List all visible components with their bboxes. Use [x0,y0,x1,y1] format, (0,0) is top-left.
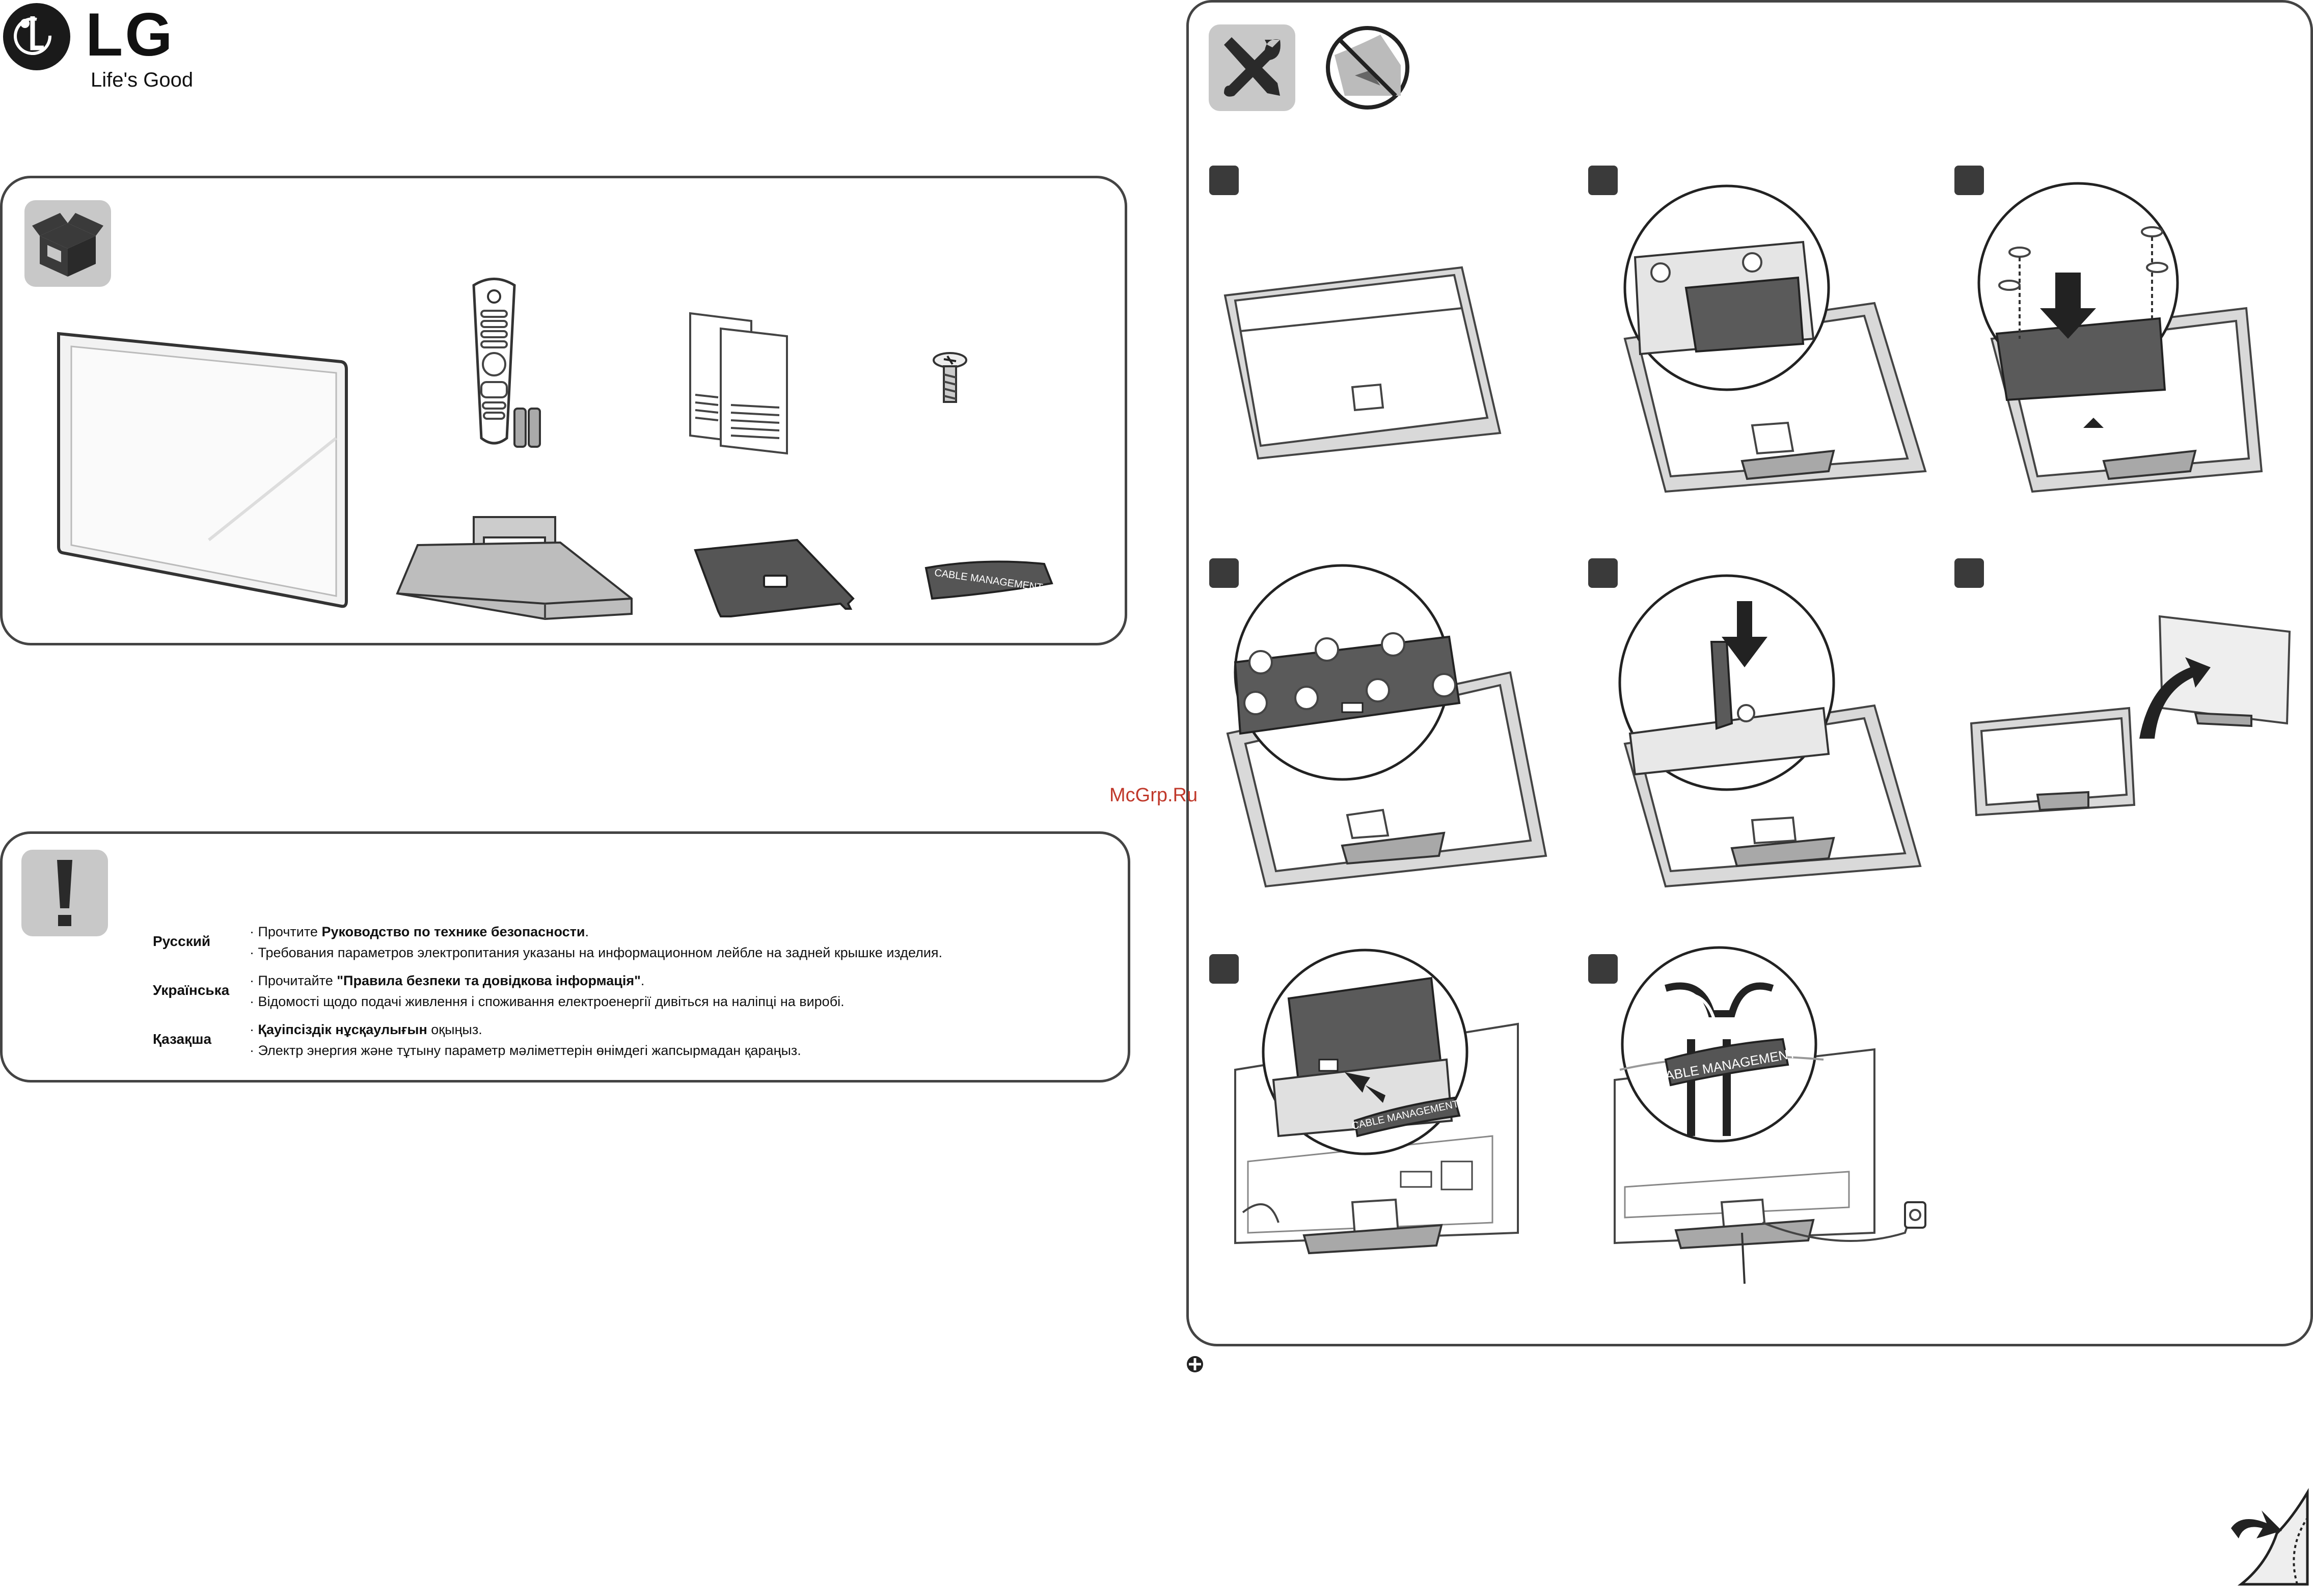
registration-mark-icon [1187,1356,1203,1372]
brand-slogan: Life's Good [91,69,194,91]
safety-line-ru-1-bold: Руководство по технике безопасности [321,924,585,939]
safety-line-uk-1-bold: "Правила безпеки та довідкова інформація… [337,973,641,988]
box-icon-badge [24,200,111,287]
safety-line-ru-1: · Прочтите Руководство по технике безопа… [250,924,589,939]
safety-line-kk-2-text: Электр энергия және тұтыну параметр мәлі… [258,1043,801,1058]
assembly-steps-panel [1186,0,2313,1346]
step-marker-4 [1209,558,1239,588]
screw-illustration [933,352,967,403]
step-5-illustration [1618,574,1922,888]
step-marker-5 [1588,558,1618,588]
safety-line-ru-1-suffix: . [585,924,589,939]
step-8-illustration: CABLE MANAGEMENT [1614,946,1926,1284]
safety-line-kk-1-suffix: оқыңыз. [427,1022,482,1037]
language-label-uk: Українська [153,982,230,998]
safety-line-uk-1-suffix: . [640,973,645,988]
tools-icon-badge [1209,24,1295,111]
safety-line-ru-1-prefix: Прочтите [258,924,322,939]
step-2-illustration [1623,184,1927,493]
tools-icon [1224,37,1281,97]
remote-control-illustration [472,278,541,448]
safety-line-uk-1-prefix: Прочитайте [258,973,337,988]
step-marker-6 [1954,558,1984,588]
step-1-illustration [1223,266,1502,460]
safety-line-kk-1: · Қауіпсіздік нұсқаулығын оқыңыз. [250,1022,482,1037]
stand-body-plate-illustration [694,538,855,617]
lg-logo-icon [3,3,70,70]
watermark: McGrp.Ru [1109,785,1198,806]
safety-line-ru-2-text: Требования параметров электропитания ука… [258,945,943,960]
safety-panel [0,831,1130,1083]
safety-line-ru-2: · Требования параметров электропитания у… [250,945,943,960]
stand-base-illustration [396,516,633,620]
step-6-illustration [1970,615,2291,817]
step-marker-3 [1954,166,1984,195]
package-contents-panel [0,176,1127,645]
safety-line-uk-1: · Прочитайте "Правила безпеки та довідко… [250,973,645,988]
step-marker-1 [1209,166,1239,195]
safety-line-uk-2: · Відомості щодо подачі живлення і спожи… [250,994,845,1009]
language-label-kk: Қазақша [153,1031,212,1047]
no-rough-surface-icon [1326,26,1409,110]
step-4-illustration [1226,564,1547,888]
safety-line-kk-2: · Электр энергия және тұтыну параметр мә… [250,1043,801,1058]
step-3-illustration [1977,182,2263,493]
step-marker-7 [1209,954,1239,984]
tv-panel-illustration [57,332,348,608]
page-turn-icon [2231,1487,2309,1586]
warning-icon-badge [21,850,108,936]
safety-line-kk-1-bold: Қауіпсіздік нұсқаулығын [258,1022,427,1037]
language-label-ru: Русский [153,933,211,949]
brand-logo-text: LG [86,1,175,69]
cable-cover-illustration: CABLE MANAGEMENT [924,560,1053,600]
exclamation-icon [57,860,72,926]
step-marker-8 [1588,954,1618,984]
manuals-illustration [689,312,788,455]
step-marker-2 [1588,166,1618,195]
box-icon [32,213,103,277]
step-7-illustration: CABLE MANAGEMENT [1234,949,1519,1255]
safety-line-uk-2-text: Відомості щодо подачі живлення і спожива… [258,994,845,1009]
